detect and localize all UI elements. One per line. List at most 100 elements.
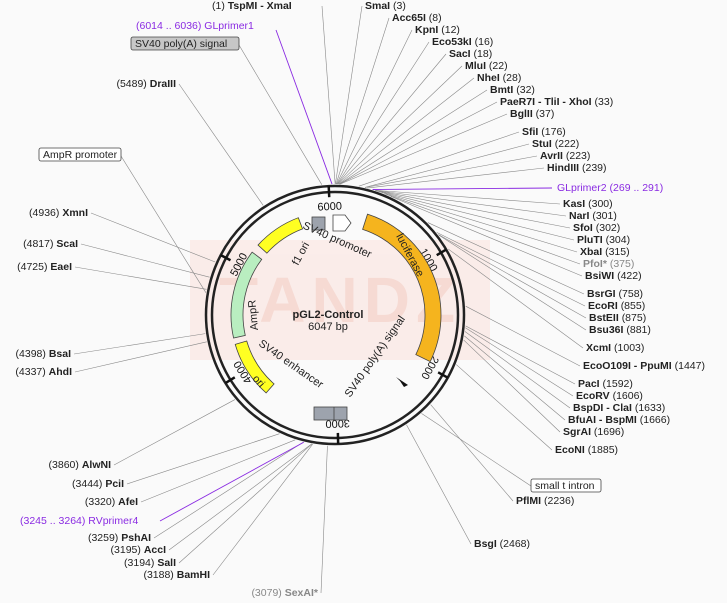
site-bsteii[interactable]: BstEII (875): [589, 312, 646, 324]
site-econi[interactable]: EcoNI (1885): [555, 444, 618, 456]
leader-smai: [335, 5, 363, 185]
site-sfoi[interactable]: SfoI (302): [573, 222, 620, 234]
feature-small-t-intron[interactable]: [396, 377, 408, 387]
site-nari[interactable]: NarI (301): [569, 210, 617, 222]
site-kasi[interactable]: KasI (300): [563, 198, 613, 210]
primer-leader-1: [372, 187, 553, 190]
leader-ecoo109i-ppumi: [465, 305, 581, 367]
leader-acci: [168, 443, 312, 551]
site-pluti[interactable]: PluTI (304): [577, 234, 630, 246]
leader-bsai: [73, 333, 206, 355]
leader-mlui: [337, 65, 463, 185]
site-xbai[interactable]: XbaI (315): [580, 246, 630, 258]
primer-glprimer1[interactable]: (6014 .. 6036) GLprimer1: [136, 20, 254, 32]
site-saci[interactable]: SacI (18): [449, 48, 492, 60]
leader-sfii: [358, 131, 520, 187]
site-bsrgi[interactable]: BsrGI (758): [587, 288, 643, 300]
site-bsai[interactable]: (4398) BsaI: [16, 348, 72, 360]
site-avrii[interactable]: AvrII (223): [540, 150, 590, 162]
site-bmti[interactable]: BmtI (32): [490, 84, 535, 96]
site-paci[interactable]: PacI (1592): [578, 378, 633, 390]
site-xmni[interactable]: (4936) XmnI: [29, 207, 88, 219]
site-draiii[interactable]: (5489) DraIII: [116, 78, 176, 90]
site-bamhi[interactable]: (3188) BamHI: [143, 569, 210, 581]
primer-rvprimer4[interactable]: (3245 .. 3264) RVprimer4: [20, 515, 138, 527]
site-acc65i[interactable]: Acc65I (8): [392, 12, 442, 24]
tick-4000: [224, 376, 236, 385]
site-pshai[interactable]: (3259) PshAI: [88, 532, 151, 544]
site-tspmi-xmai[interactable]: (1) TspMI - XmaI: [212, 0, 292, 12]
site-xcmi[interactable]: XcmI (1003): [586, 342, 644, 354]
site-sexai-[interactable]: (3079) SexAI*: [251, 587, 318, 599]
site-acci[interactable]: (3195) AccI: [111, 544, 167, 556]
site-ecori[interactable]: EcoRI (855): [588, 300, 645, 312]
site-smai[interactable]: SmaI (3): [365, 0, 406, 12]
leader-sali: [178, 443, 313, 564]
backbone-inner-ring: [210, 190, 460, 440]
site-pfoi-[interactable]: PfoI* (375): [583, 258, 634, 270]
leader-avrii: [365, 155, 538, 188]
leader-pluti: [375, 190, 575, 241]
boxed-feature-labels: SV40 poly(A) signal AmpR promoter small …: [38, 36, 602, 493]
leader-pflmi: [430, 404, 514, 502]
site-bsgi[interactable]: BsgI (2468): [474, 538, 530, 550]
feature-sv40-polya[interactable]: [313, 406, 348, 421]
site-pflmi[interactable]: PflMI (2236): [516, 495, 574, 507]
feature-ampr[interactable]: [230, 251, 263, 339]
site-alwni[interactable]: (3860) AlwNI: [49, 459, 112, 471]
leader-draiii: [178, 83, 264, 206]
leader-lines: [73, 5, 587, 594]
leader-tspmi-xmai: [321, 5, 336, 185]
site-sgrai[interactable]: SgrAI (1696): [563, 426, 624, 438]
site-bglii[interactable]: BglII (37): [510, 108, 554, 120]
feature-f1-ori[interactable]: [257, 217, 304, 254]
site-ecorv[interactable]: EcoRV (1606): [576, 390, 643, 402]
leader-bsteii: [438, 234, 587, 319]
site-mlui[interactable]: MluI (22): [465, 60, 508, 72]
site-nhei[interactable]: NheI (28): [477, 72, 521, 84]
leader-xmni: [90, 212, 216, 263]
leader-bsgi: [406, 424, 472, 545]
site-scai[interactable]: (4817) ScaI: [23, 238, 78, 250]
feature-small-gray-top[interactable]: [311, 216, 326, 231]
site-kpni[interactable]: KpnI (12): [415, 24, 460, 36]
site-stui[interactable]: StuI (222): [532, 138, 579, 150]
site-pcii[interactable]: (3444) PciI: [72, 478, 124, 490]
leader-eco53ki: [336, 41, 430, 185]
leader-bamhi: [212, 443, 313, 576]
small-t-intron-box-text: small t intron: [535, 480, 595, 492]
site-bsu36i[interactable]: Bsu36I (881): [589, 324, 651, 336]
small-t-intron-box: [530, 478, 602, 493]
box-leader-0: [238, 44, 323, 185]
leader-bmti: [339, 89, 488, 185]
site-ahdi[interactable]: (4337) AhdI: [15, 366, 72, 378]
site-eaei[interactable]: (4725) EaeI: [17, 261, 72, 273]
site-sali[interactable]: (3194) SalI: [124, 557, 176, 569]
site-sfii[interactable]: SfiI (176): [522, 126, 566, 138]
leader-sgrai: [463, 339, 561, 433]
site-paer7i-tlii-xhoi[interactable]: PaeR7I - TliI - XhoI (33): [500, 96, 613, 108]
leader-kasi: [375, 190, 561, 205]
feature-luciferase[interactable]: [362, 213, 442, 363]
backbone: [204, 184, 466, 446]
site-ecoo109i-ppumi[interactable]: EcoO109I - PpuMI (1447): [583, 360, 705, 372]
sv40-polya-box: [130, 36, 240, 51]
site-bfuai-bspmi[interactable]: BfuAI - BspMI (1666): [568, 414, 670, 426]
feature-sv40-promoter[interactable]: [332, 214, 352, 232]
site-bspdi-clai[interactable]: BspDI - ClaI (1633): [573, 402, 665, 414]
leader-paci: [465, 325, 576, 385]
plasmid-size: 6047 bp: [308, 321, 348, 333]
feature-ori[interactable]: [234, 340, 275, 394]
leader-bfuai-bspmi: [464, 335, 566, 421]
sv40-polya-box-text: SV40 poly(A) signal: [135, 38, 227, 50]
leader-pshai: [153, 441, 304, 539]
primer-labels: (6014 .. 6036) GLprimer1 GLprimer2 (269 …: [20, 20, 663, 527]
site-bsiwi[interactable]: BsiWI (422): [585, 270, 642, 282]
leader-ecori: [436, 232, 586, 307]
site-afei[interactable]: (3320) AfeI: [85, 496, 138, 508]
primer-glprimer2[interactable]: GLprimer2 (269 .. 291): [557, 182, 663, 194]
leader-xbai: [377, 190, 578, 253]
leader-paer7i-tlii-xhoi: [339, 101, 498, 185]
site-hindiii[interactable]: HindIII (239): [547, 162, 607, 174]
site-eco53ki[interactable]: Eco53kI (16): [432, 36, 493, 48]
